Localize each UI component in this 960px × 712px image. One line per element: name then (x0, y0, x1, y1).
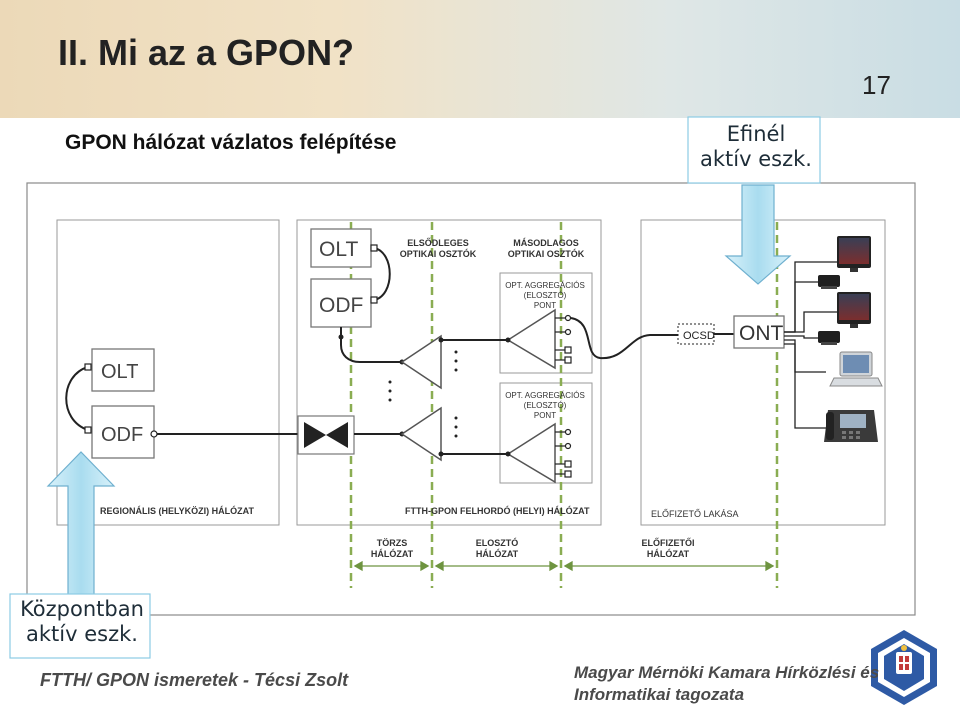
segment-eloszto-1: ELOSZTÓ (476, 537, 519, 548)
segment-eloszto-2: HÁLÓZAT (476, 548, 519, 559)
drop-cable (570, 317, 678, 360)
mmk-logo-icon (871, 630, 937, 705)
ocsd-label: OCSD (683, 330, 715, 342)
footer-author: FTTH/ GPON ismeretek - Técsi Zsolt (40, 670, 349, 690)
segment-torzs-2: HÁLÓZAT (371, 548, 414, 559)
page-number: 17 (862, 70, 891, 100)
primary-splitters-label-2: OPTIKAI OSZTÓK (400, 248, 477, 259)
primary-splitter-2 (400, 406, 442, 462)
callout-kozpont-box (9, 593, 151, 659)
primary-splitters-label: ELSŐDLEGES (407, 237, 469, 248)
ont-label: ONT (739, 322, 784, 345)
zone-label-subscriber: ELŐFIZETŐ LAKÁSA (651, 509, 739, 519)
callout-efinel-line1: Efinél (726, 122, 786, 146)
aggregation-label-2b: (ELOSZTÓ) (524, 401, 567, 410)
ont-fanout (784, 261, 838, 429)
settop-box-icon (818, 275, 840, 289)
zone-label-ftth: FTTH-GPON FELHORDÓ (HELYI) HÁLÓZAT (405, 505, 590, 516)
secondary-splitter-1 (506, 308, 556, 370)
mid-olt-box (310, 228, 372, 268)
mid-odf-box (310, 278, 372, 328)
callout-efinel: Efinél aktív eszk. (688, 122, 824, 172)
secondary-splitter-2 (506, 422, 556, 484)
laptop-icon (829, 351, 883, 387)
slide-title: II. Mi az a GPON? (58, 32, 355, 73)
callout-efinel-line2: aktív eszk. (700, 147, 812, 171)
left-olt-box (91, 348, 155, 392)
callout-kozpont: Központban aktív eszk. (12, 597, 152, 647)
header-band (0, 0, 960, 118)
left-olt-label: OLT (101, 361, 138, 383)
zone-label-regional: REGIONÁLIS (HELYKÖZI) HÁLÓZAT (100, 505, 255, 516)
aggregation-label-2c: PONT (534, 411, 556, 420)
callout-efinel-box (687, 116, 821, 184)
tv-icon (837, 292, 871, 328)
primary-splitter-1 (400, 334, 442, 390)
mid-olt-label: OLT (319, 238, 358, 261)
aggregation-label-1c: PONT (534, 301, 556, 310)
ip-phone-icon (824, 410, 878, 442)
splitter-ports (555, 314, 572, 478)
down-arrow-icon (724, 184, 792, 285)
callout-kozpont-line1: Központban (20, 597, 144, 621)
footer-organization: Magyar Mérnöki Kamara Hírközlési és Info… (574, 662, 879, 706)
footer-organization-line1: Magyar Mérnöki Kamara Hírközlési és (574, 663, 880, 682)
tv-icon (837, 236, 871, 272)
secondary-splitters-label: MÁSODLAGOS (513, 238, 579, 248)
slide-subtitle: GPON hálózat vázlatos felépítése (65, 131, 397, 154)
segment-torzs-1: TÖRZS (377, 538, 408, 548)
footer-organization-line2: Informatikai tagozata (574, 685, 745, 704)
mid-odf-label: ODF (319, 294, 363, 317)
callout-kozpont-line2: aktív eszk. (26, 622, 138, 646)
aggregation-label-1b: (ELOSZTÓ) (524, 291, 567, 300)
left-patch-cable (65, 366, 89, 431)
aggregation-label-1a: OPT. AGGREGÁCIÓS (505, 281, 585, 290)
settop-box-icon (818, 331, 840, 345)
left-odf-box (91, 405, 155, 459)
secondary-splitters-label-2: OPTIKAI OSZTÓK (508, 248, 585, 259)
left-odf-label: ODF (101, 424, 143, 446)
segment-elofizetoi-1: ELŐFIZETŐI (642, 537, 695, 548)
segment-arrows (353, 560, 775, 572)
up-arrow-icon (46, 451, 116, 597)
segment-elofizetoi-2: HÁLÓZAT (647, 548, 690, 559)
mid-patch-cable (373, 247, 391, 301)
aggregation-label-2a: OPT. AGGREGÁCIÓS (505, 391, 585, 400)
segment-dividers (349, 222, 779, 588)
